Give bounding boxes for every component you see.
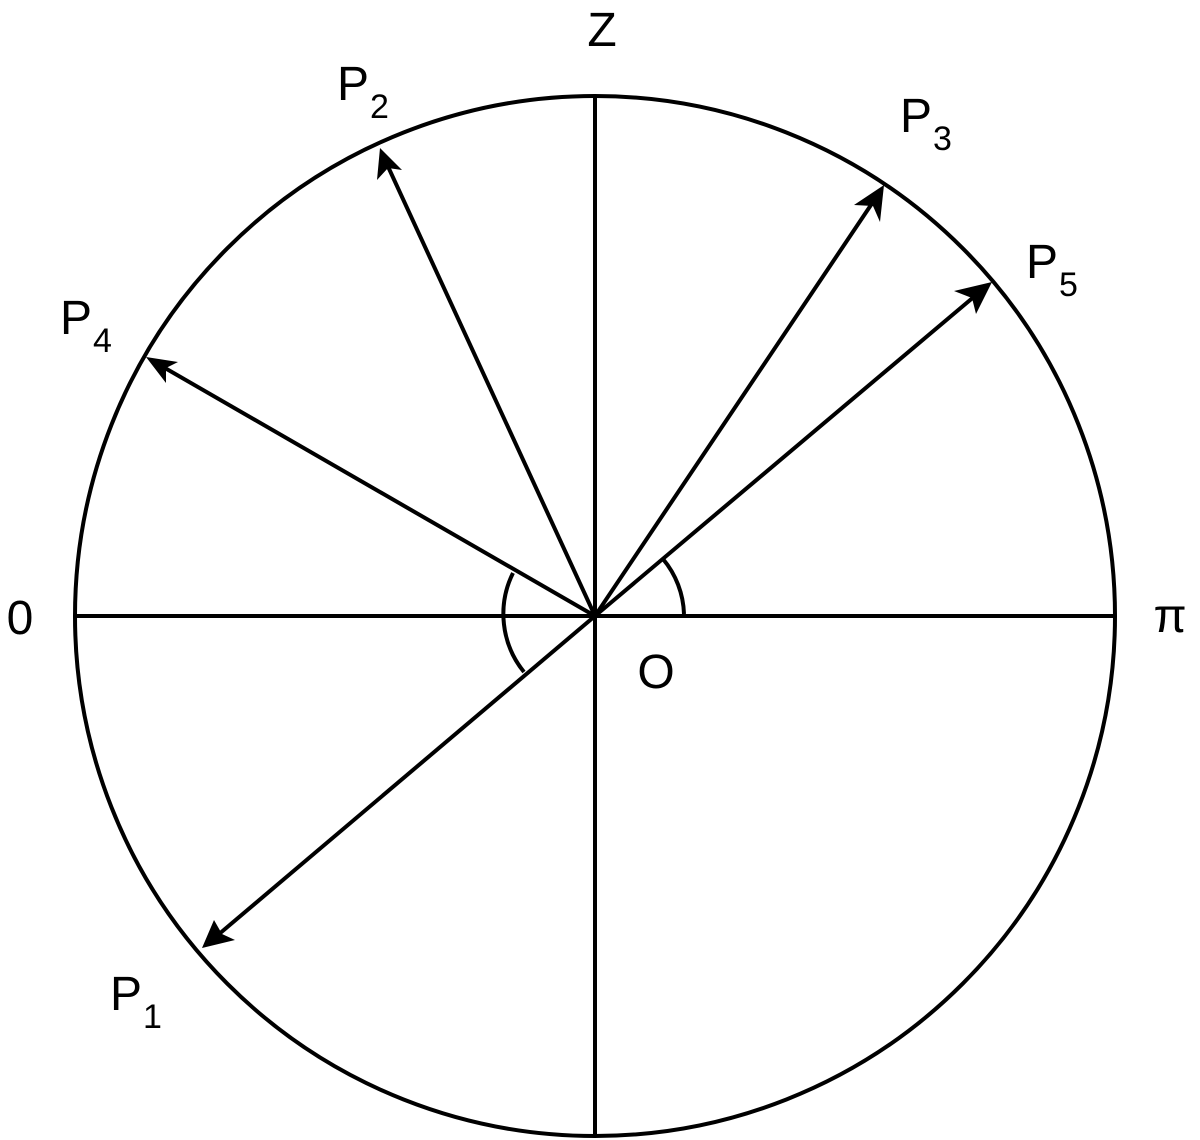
svg-text:3: 3 <box>933 120 952 158</box>
label-right: π <box>1153 590 1186 643</box>
label-p4: P 4 <box>60 292 112 360</box>
svg-text:P: P <box>1026 236 1058 289</box>
label-left: 0 <box>7 592 34 645</box>
svg-text:P: P <box>900 90 932 143</box>
svg-text:5: 5 <box>1059 266 1078 304</box>
svg-text:1: 1 <box>143 998 162 1036</box>
label-origin: O <box>637 646 674 699</box>
label-p2: P 2 <box>337 58 389 126</box>
angle-arc-right <box>661 557 686 615</box>
svg-text:P: P <box>110 968 142 1021</box>
svg-text:4: 4 <box>93 322 112 360</box>
vector-p4 <box>146 357 596 618</box>
angle-arc-left <box>501 572 526 674</box>
label-p1: P 1 <box>110 968 162 1036</box>
vector-p5 <box>593 282 992 618</box>
svg-text:2: 2 <box>370 88 389 126</box>
label-top: Z <box>587 4 616 57</box>
vector-p3 <box>593 185 884 618</box>
svg-text:P: P <box>60 292 92 345</box>
vector-p2 <box>377 148 597 617</box>
svg-text:P: P <box>337 58 369 111</box>
label-p3: P 3 <box>900 90 952 158</box>
label-p5: P 5 <box>1026 236 1078 304</box>
vector-p1 <box>202 614 597 948</box>
